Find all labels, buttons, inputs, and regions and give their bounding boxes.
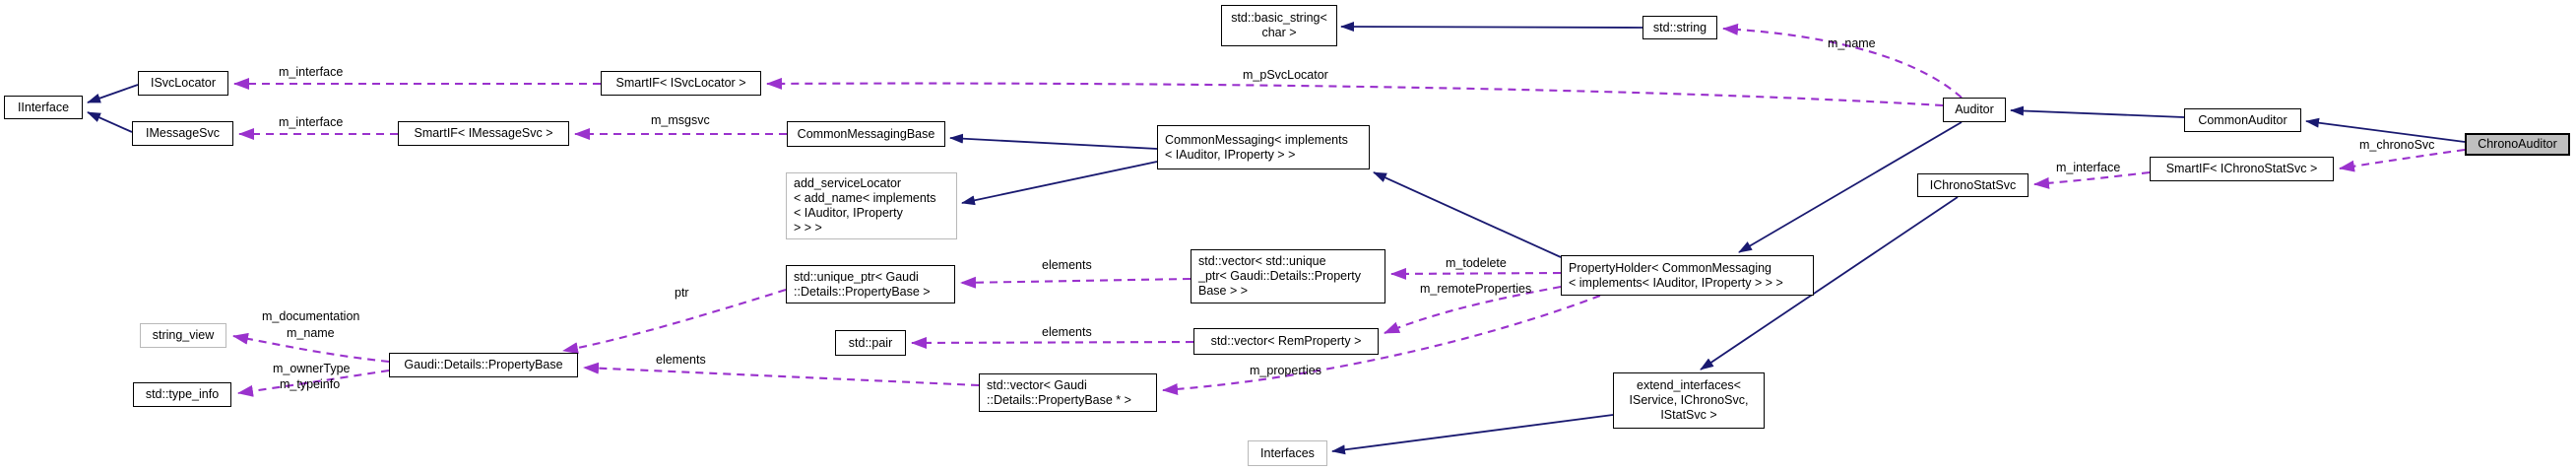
- edge-isvclocator-to-iinterface: [87, 84, 139, 103]
- edge-imessagesvc-to-iinterface: [87, 111, 133, 133]
- class-node-commonmessagingbase[interactable]: CommonMessagingBase: [787, 121, 945, 147]
- class-node-smartif-imessagesvc[interactable]: SmartIF< IMessageSvc >: [398, 121, 569, 146]
- edge-chronoauditor-to-commonauditor: [2305, 117, 2466, 143]
- edge-commonmessaging-to-addservicelocator: [961, 161, 1158, 206]
- edge-label-m-interface: m_interface: [279, 65, 344, 79]
- edge-ichronostatsvc-to-extendinterfaces: [1700, 196, 1959, 371]
- class-node-unique-ptr-propertybase: std::unique_ptr< Gaudi ::Details::Proper…: [786, 265, 955, 303]
- edge-propertybase-to-stringview: [232, 332, 390, 364]
- class-node-isvclocator[interactable]: ISvcLocator: [138, 71, 228, 96]
- class-node-gaudi-details-propertybase[interactable]: Gaudi::Details::PropertyBase: [389, 353, 578, 377]
- edge-label-m-msgsvc: m_msgsvc: [651, 113, 710, 127]
- edge-propertybase-to-typeinfo: [237, 369, 390, 397]
- edge-label-elements: elements: [656, 353, 706, 367]
- edge-vector-uniqueptr-to-uniqueptr: [960, 276, 1191, 289]
- edge-label-m-psvclocator: m_pSvcLocator: [1243, 68, 1328, 82]
- edge-propertyholder-to-vector-remproperty: [1384, 285, 1562, 334]
- class-node-auditor[interactable]: Auditor: [1943, 98, 2006, 122]
- class-node-chronoauditor: ChronoAuditor: [2465, 133, 2570, 156]
- class-node-std-basic-string[interactable]: std::basic_string< char >: [1221, 5, 1337, 46]
- class-node-interfaces: Interfaces: [1248, 440, 1327, 466]
- edge-auditor-to-propertyholder: [1738, 121, 1963, 253]
- edge-label-m-chronosvc: m_chronoSvc: [2359, 138, 2435, 152]
- class-node-propertyholder[interactable]: PropertyHolder< CommonMessaging < implem…: [1561, 255, 1814, 296]
- edge-smartif-ichrono-to-ichronostatsvc: [2033, 170, 2151, 189]
- edge-label-m-documentation: m_documentation: [262, 309, 360, 323]
- class-node-vector-propertybase-ptr: std::vector< Gaudi ::Details::PropertyBa…: [979, 373, 1157, 412]
- class-node-add-servicelocator: add_serviceLocator < add_name< implement…: [786, 172, 957, 239]
- edge-auditor-to-stdstring: [1722, 23, 1963, 99]
- edge-propertyholder-to-vector-uniqueptr: [1390, 267, 1562, 280]
- edge-label-m-ownertype: m_ownerType: [273, 362, 351, 375]
- class-node-commonmessaging[interactable]: CommonMessaging< implements < IAuditor, …: [1157, 125, 1370, 169]
- class-node-std-type-info[interactable]: std::type_info: [133, 382, 231, 407]
- edge-uniqueptr-to-propertybase: [562, 288, 787, 355]
- edge-label-elements: elements: [1042, 258, 1092, 272]
- edge-propertyholder-to-commonmessaging: [1373, 171, 1562, 258]
- edge-label-m-properties: m_properties: [1250, 364, 1321, 377]
- edge-label-m-interface: m_interface: [279, 115, 344, 129]
- class-node-ichronostatsvc[interactable]: IChronoStatSvc: [1917, 173, 2029, 197]
- class-node-iinterface[interactable]: IInterface: [4, 96, 83, 119]
- class-node-vector-unique-ptr: std::vector< std::unique _ptr< Gaudi::De…: [1191, 249, 1385, 303]
- class-node-string-view: string_view: [140, 323, 226, 348]
- edge-commonmessaging-to-base: [949, 133, 1158, 150]
- edge-commonauditor-to-auditor: [2010, 105, 2185, 118]
- edge-label-m-interface: m_interface: [2056, 161, 2121, 174]
- edge-label-elements: elements: [1042, 325, 1092, 339]
- class-node-std-string[interactable]: std::string: [1642, 16, 1717, 39]
- edge-label-m-remoteproperties: m_remoteProperties: [1420, 282, 1532, 296]
- edge-vector-propertybaseptr-to-propertybase: [583, 362, 980, 387]
- edge-label-m-typeinfo: m_typeinfo: [280, 377, 341, 391]
- edge-chronoauditor-to-smartif-ichrono: [2339, 148, 2466, 172]
- edge-label-ptr: ptr: [675, 286, 689, 300]
- class-node-extend-interfaces[interactable]: extend_interfaces< IService, IChronoSvc,…: [1613, 372, 1765, 429]
- edge-vector-remproperty-to-pair: [911, 336, 1194, 349]
- class-node-vector-remproperty: std::vector< RemProperty >: [1193, 328, 1379, 355]
- edge-propertyholder-to-vector-propertybaseptr: [1162, 295, 1601, 395]
- edge-string-to-basicstring: [1340, 22, 1643, 33]
- class-node-commonauditor[interactable]: CommonAuditor: [2184, 108, 2301, 132]
- edge-auditor-to-smartif-isvc: [766, 77, 1944, 107]
- class-node-smartif-ichronostatsvc[interactable]: SmartIF< IChronoStatSvc >: [2150, 157, 2334, 181]
- edge-extendinterfaces-to-interfaces: [1331, 414, 1614, 455]
- edge-label-m-name: m_name: [287, 326, 335, 340]
- edge-label-m-name: m_name: [1828, 36, 1876, 50]
- class-node-std-pair: std::pair: [835, 330, 906, 356]
- class-node-smartif-isvclocator[interactable]: SmartIF< ISvcLocator >: [601, 71, 761, 96]
- edge-label-m-todelete: m_todelete: [1446, 256, 1507, 270]
- class-node-imessagesvc[interactable]: IMessageSvc: [132, 121, 233, 146]
